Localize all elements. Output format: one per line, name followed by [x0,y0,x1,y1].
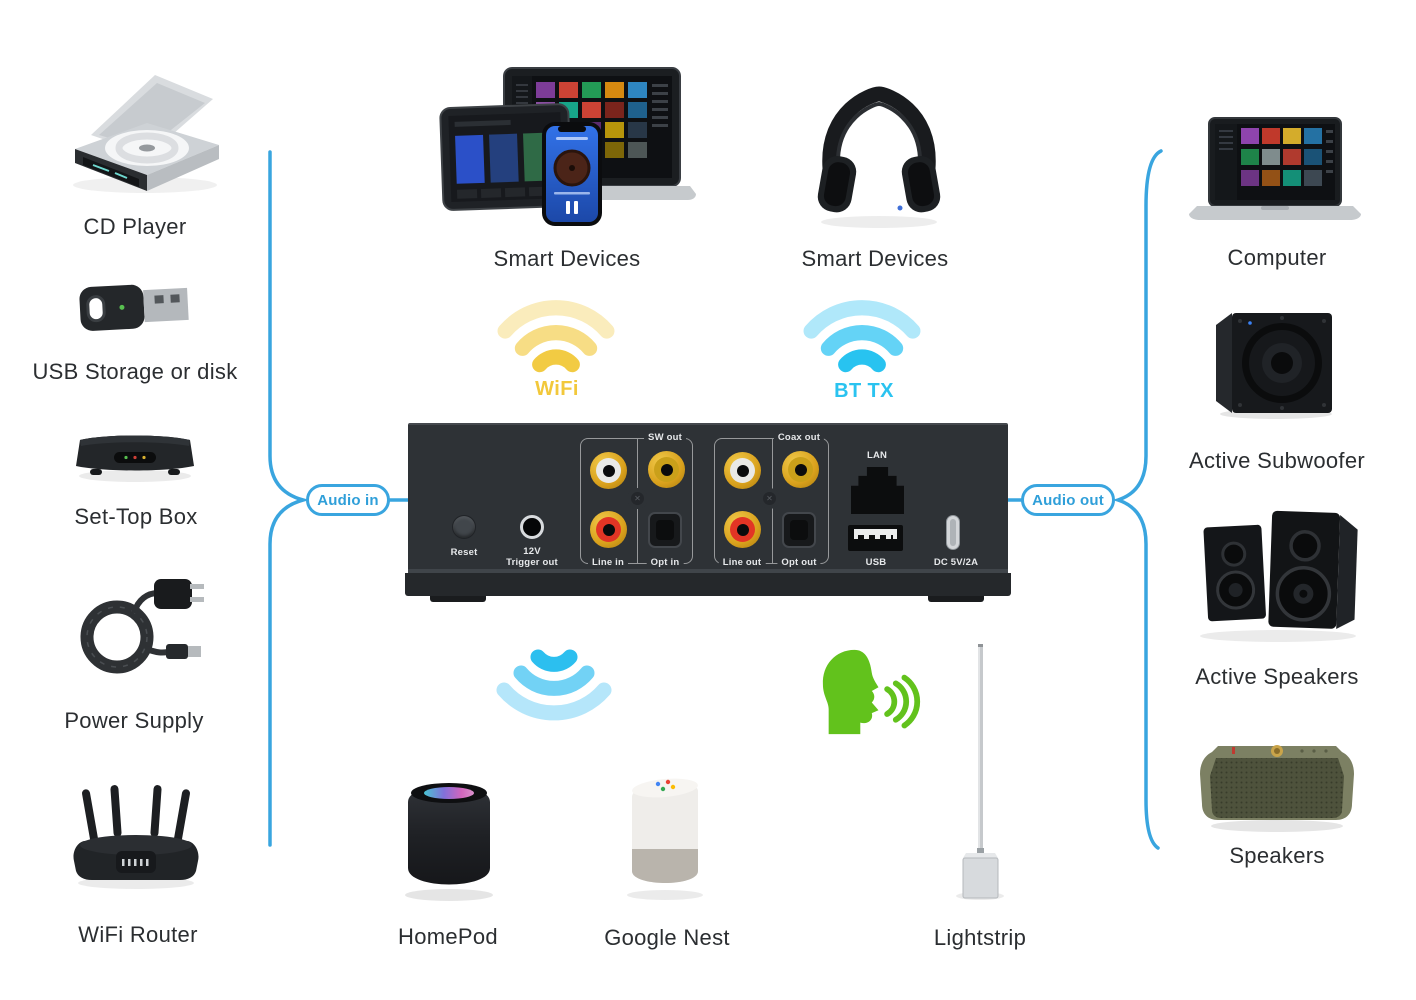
computer-image [1185,116,1365,224]
usb-port [848,525,903,551]
homepod-label: HomePod [398,924,498,949]
smart-devices-bt-label: Smart Devices [801,246,949,271]
coax-out-label: Coax out [773,433,825,443]
usb-storage-label: USB Storage or disk [32,359,238,384]
lightstrip-image [954,642,1006,902]
sw-out-label: SW out [644,433,686,443]
trigger-label-line2: Trigger out [506,557,558,568]
coax-out-rca [782,451,819,488]
google-nest-image [620,773,710,903]
screw-icon: ✕ [763,492,776,505]
speakers-label: Speakers [1229,843,1325,868]
bt-tx-badge: BT TX [834,380,894,402]
device-foot [928,596,984,602]
streamer-rear-panel: Reset 12V Trigger out ✕ SW out Line in O… [405,423,1011,603]
wifi-broadcast-down-icon [494,648,614,734]
smart-devices-image [438,62,702,230]
active-subwoofer-label: Active Subwoofer [1189,448,1365,473]
set-top-box-image [66,426,204,484]
device-foot [430,596,486,602]
reset-label: Reset [450,547,478,558]
active-speakers-label: Active Speakers [1195,664,1359,689]
dc-power-port [946,515,960,550]
line-out-label: Line out [718,558,766,568]
trigger-label-line1: 12V [523,546,541,557]
lan-label: LAN [866,450,888,461]
speakers-image [1194,730,1360,834]
sw-out-rca [648,451,685,488]
cd-player-label: CD Player [83,214,187,239]
wifi-router-label: WiFi Router [78,922,198,947]
screw-icon: ✕ [631,492,644,505]
wifi-badge: WiFi [535,378,579,400]
audio-in-badge: Audio in [306,484,390,516]
homepod-image [396,766,502,904]
panel-bottom-strip [405,573,1011,596]
panel-groove [408,569,1008,573]
line-out-white-rca [724,452,761,489]
audio-out-badge: Audio out [1021,484,1115,516]
opt-out-label: Opt out [777,558,821,568]
optical-in-port [648,512,682,548]
lan-port [851,467,904,514]
power-supply-label: Power Supply [64,708,204,733]
audio-in-line [268,150,310,847]
trigger-out-jack [520,515,544,539]
lightstrip-label: Lightstrip [933,925,1027,950]
wifi-icon [495,286,617,374]
smart-devices-wifi-label: Smart Devices [493,246,641,271]
google-nest-label: Google Nest [604,925,730,950]
optical-out-port [782,512,816,548]
usb-label: USB [865,557,887,568]
set-top-box-label: Set-Top Box [74,504,198,529]
active-speakers-image [1188,498,1366,648]
voice-control-icon [810,646,924,738]
headphones-image [800,70,958,232]
usb-storage-image [68,273,203,343]
dc-label: DC 5V/2A [933,557,979,568]
line-in-white-rca [590,452,627,489]
wifi-router-image [70,783,202,893]
computer-label: Computer [1227,245,1327,270]
line-out-red-rca [724,511,761,548]
power-supply-image [62,575,207,683]
opt-in-label: Opt in [646,558,684,568]
cd-player-image [55,55,230,205]
reset-button [453,516,475,538]
audio-out-line [1112,149,1163,850]
line-in-red-rca [590,511,627,548]
bt-tx-icon [801,286,923,374]
line-in-label: Line in [587,558,629,568]
rear-panel-face: Reset 12V Trigger out ✕ SW out Line in O… [408,423,1008,569]
active-subwoofer-image [1206,301,1342,421]
